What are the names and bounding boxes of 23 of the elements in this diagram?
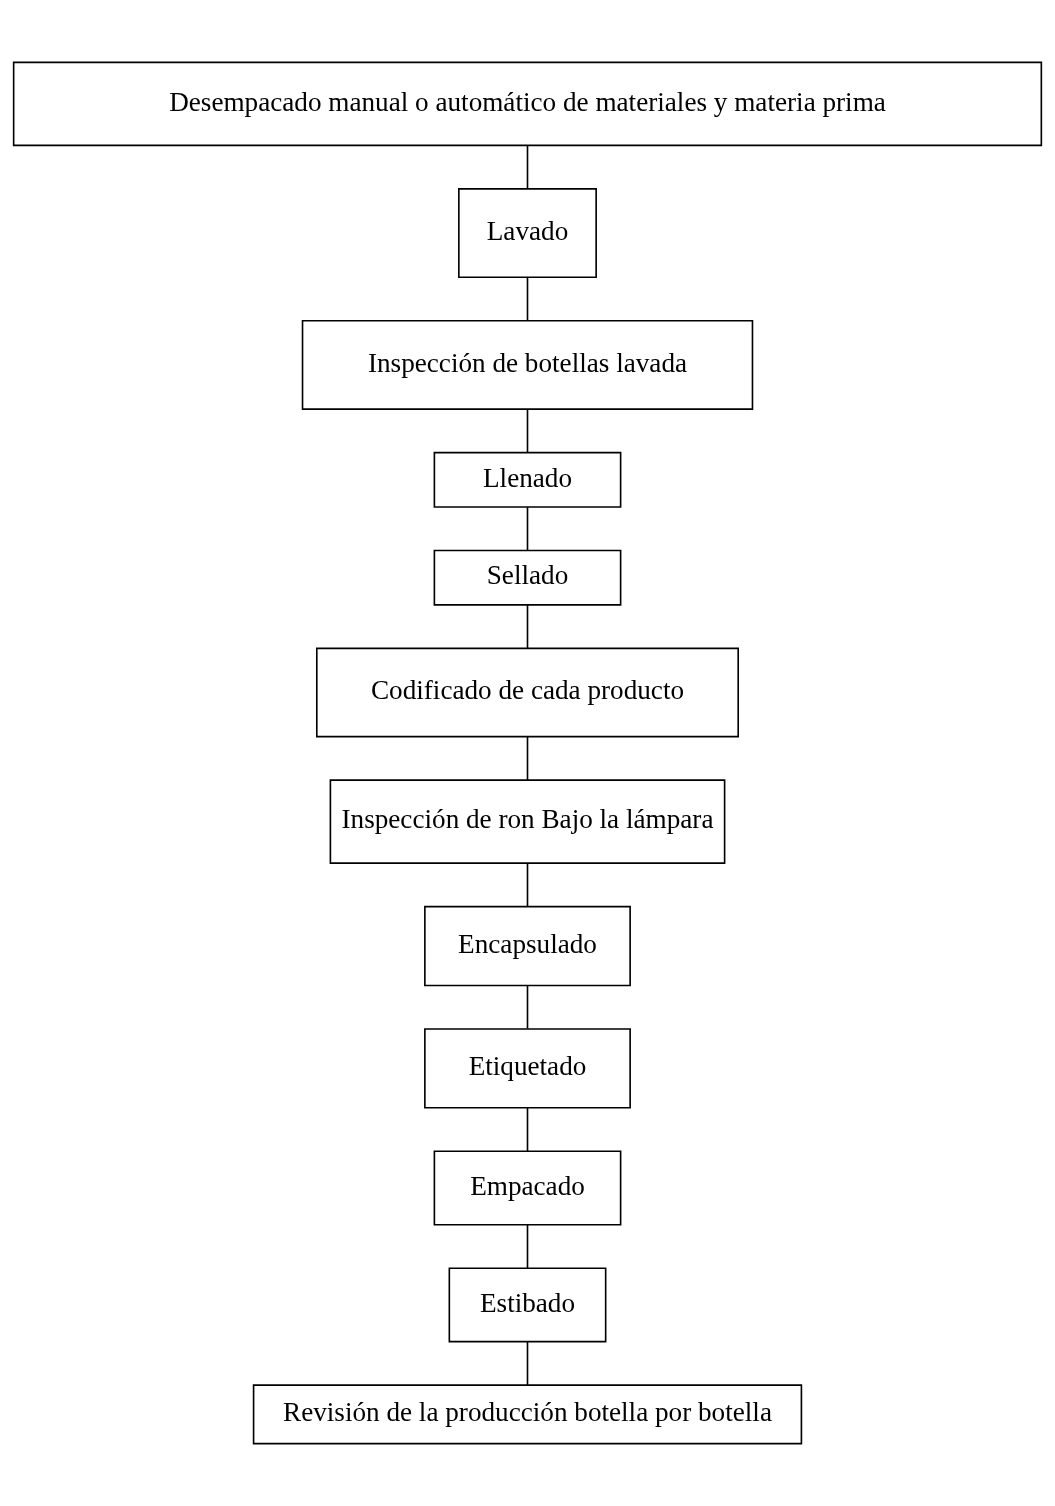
connector [526,506,529,552]
connector [526,1341,529,1386]
node-box: Lavado [458,188,597,279]
connector [526,276,529,322]
node-box: Revisión de la producción botella por botella [252,1384,803,1445]
connector [526,1224,529,1269]
connector [526,144,529,190]
connector [526,736,529,781]
connector [526,985,529,1030]
node-box: Llenado [433,451,622,508]
connector [526,1107,529,1152]
node-box: Etiquetado [424,1028,631,1109]
node-box: Codificado de cada producto [316,647,739,738]
node-box: Inspección de ron Bajo la lámpara [329,779,726,864]
node-box: Empacado [433,1150,622,1226]
node-box: Encapsulado [424,905,631,987]
connector [526,604,529,649]
node-box: Estibado [448,1267,607,1343]
connector [526,862,529,908]
node-box: Inspección de botellas lavada [301,319,754,410]
node-box: Desempacado manual o automático de materiales y materia prima [12,61,1043,147]
connector [526,408,529,454]
node-box: Sellado [433,549,622,606]
